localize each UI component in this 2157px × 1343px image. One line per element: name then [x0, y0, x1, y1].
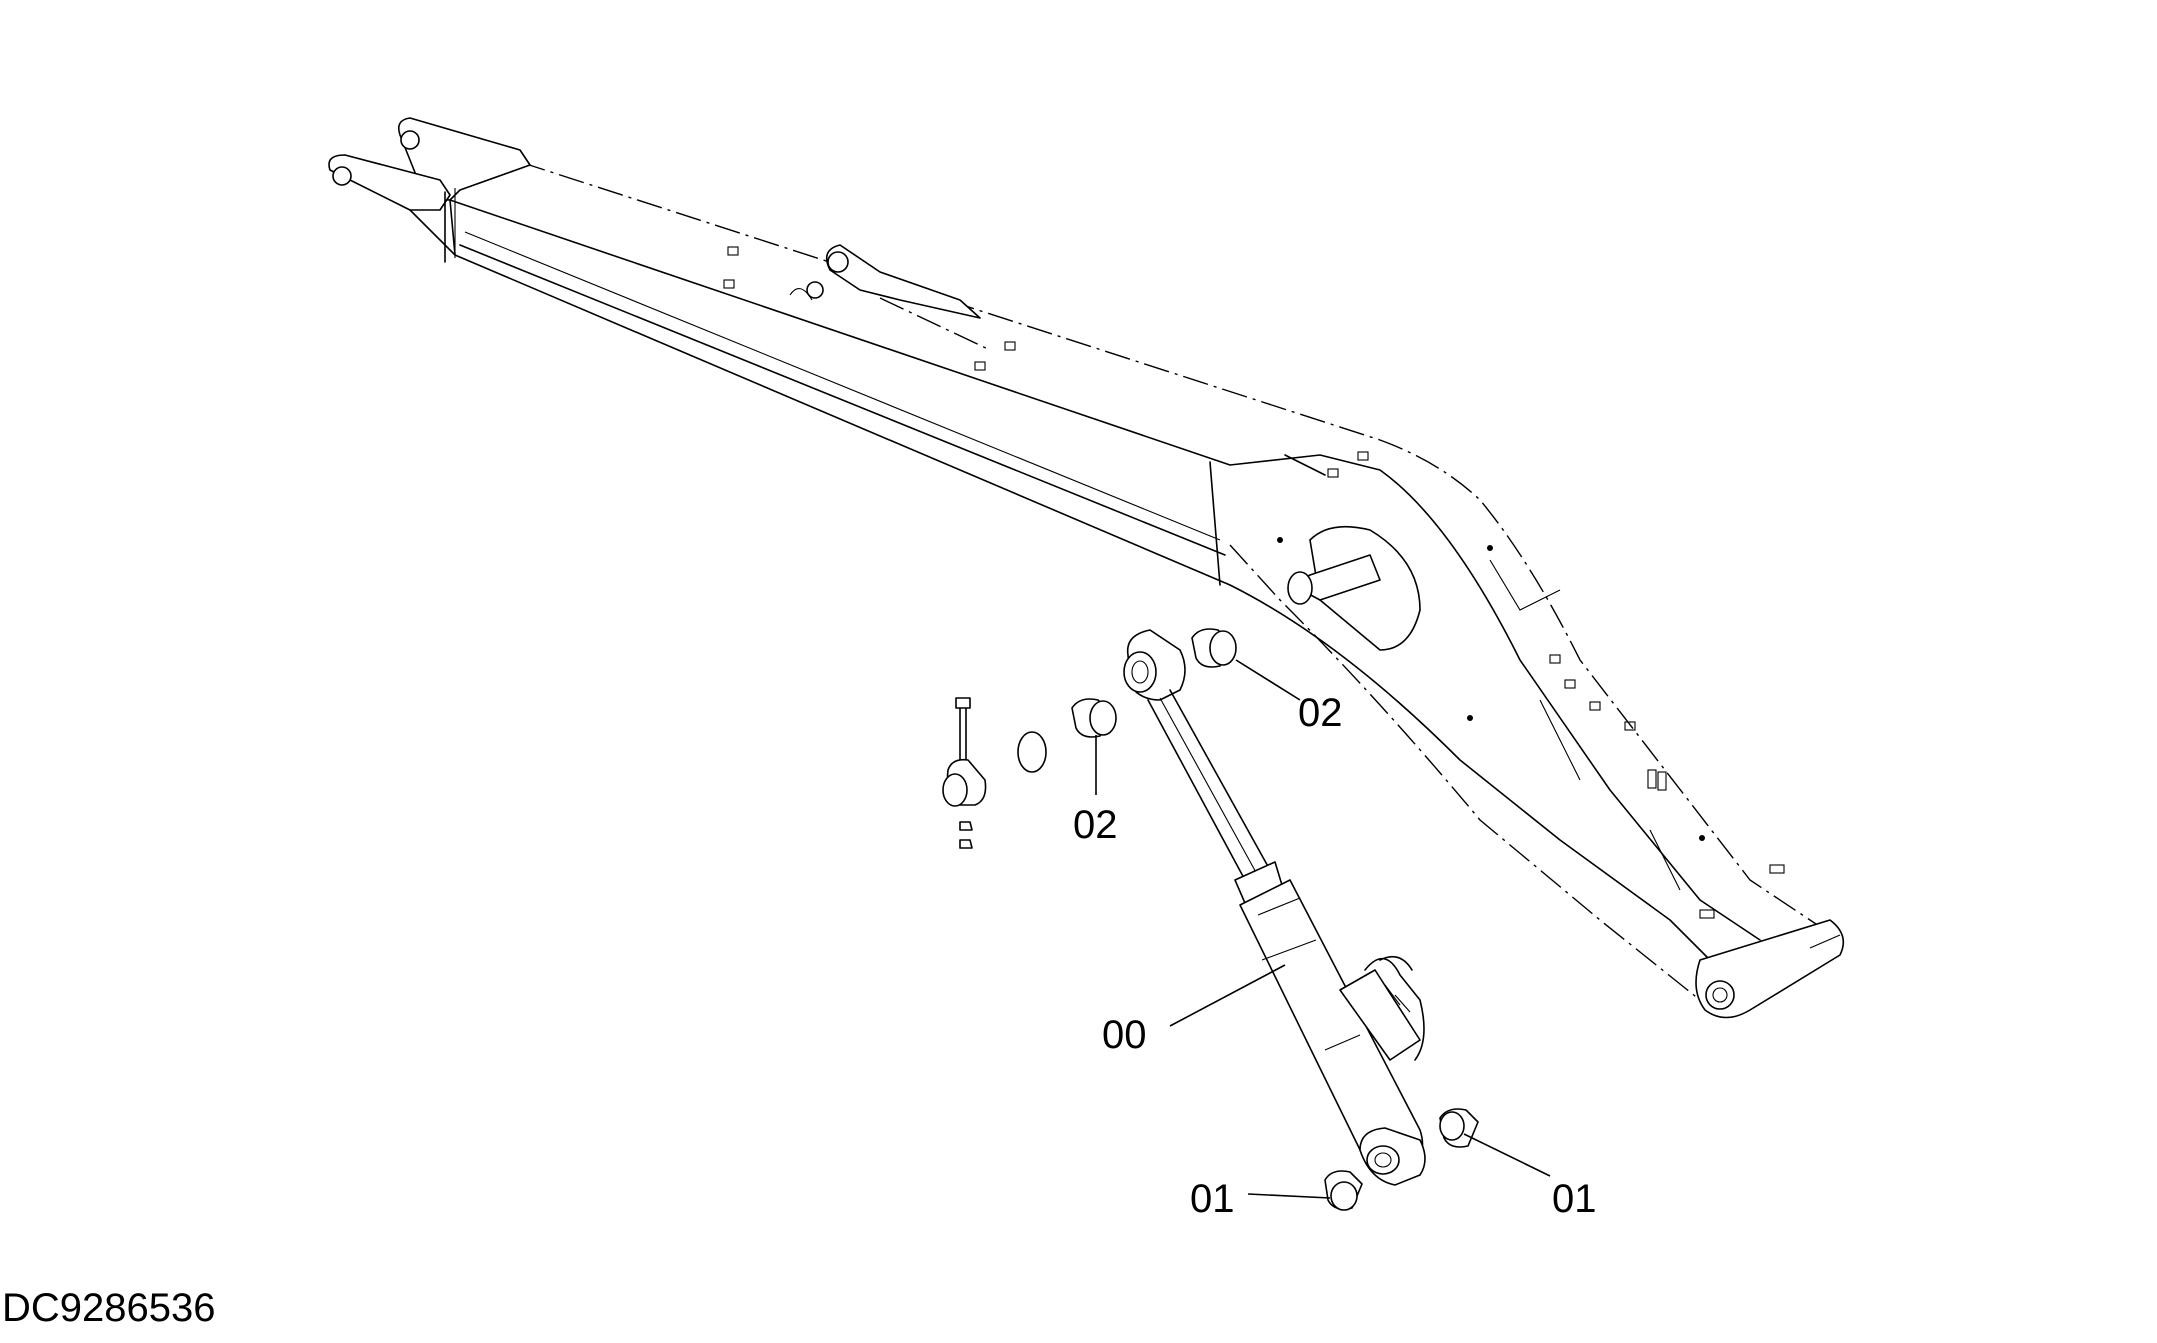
leader-lines	[1095, 659, 1551, 1199]
bushing-02-lower	[1071, 698, 1117, 738]
label-01-left: 01	[1190, 1177, 1235, 1221]
bushing-01-right	[1439, 1108, 1479, 1148]
label-02-lower: 02	[1073, 803, 1118, 847]
boom-arm	[328, 117, 1845, 1019]
bushing-02-upper	[1191, 628, 1237, 668]
label-00: 00	[1102, 1013, 1147, 1057]
label-01-right: 01	[1552, 1177, 1597, 1221]
pin-hardware	[942, 697, 1047, 849]
hydraulic-cylinder	[1123, 629, 1426, 1186]
label-02-upper: 02	[1298, 691, 1343, 735]
bushing-01-left	[1324, 1170, 1363, 1211]
document-id: DC9286536	[2, 1286, 216, 1330]
